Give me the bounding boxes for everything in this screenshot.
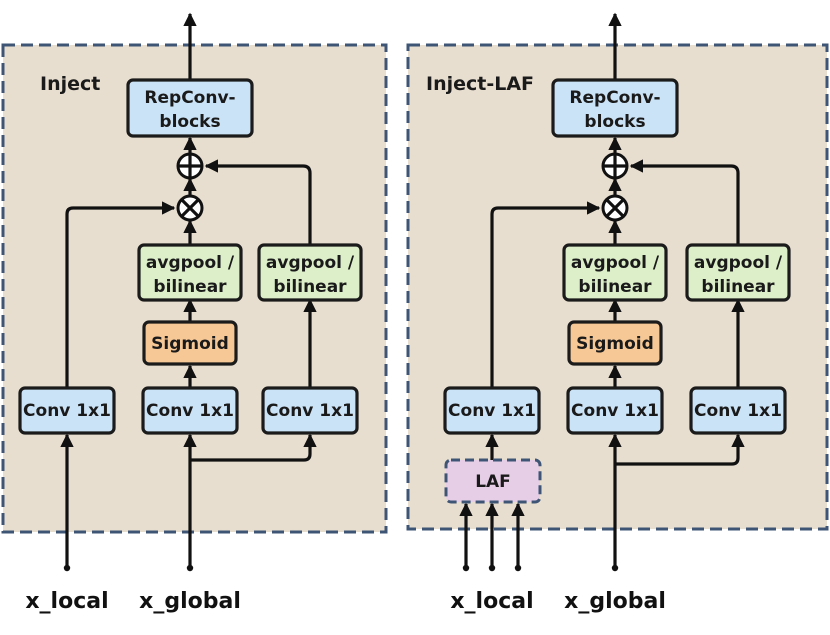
inject-laf-multiply-op bbox=[601, 194, 629, 222]
svg-text:avgpool /: avgpool / bbox=[571, 253, 660, 273]
svg-text:blocks: blocks bbox=[584, 112, 645, 132]
svg-text:avgpool /: avgpool / bbox=[694, 253, 783, 273]
inject-laf-title: Inject-LAF bbox=[426, 73, 534, 95]
inject-add-op bbox=[176, 152, 204, 180]
inject-laf-panel: Inject-LAF bbox=[406, 12, 829, 614]
inject-laf-pool-a: avgpool / bilinear bbox=[562, 243, 668, 302]
inject-repconv-block: RepConv- blocks bbox=[126, 78, 254, 138]
svg-text:Conv 1x1: Conv 1x1 bbox=[146, 401, 234, 421]
svg-text:RepConv-: RepConv- bbox=[144, 88, 235, 108]
laf-block: LAF bbox=[444, 458, 542, 504]
svg-text:bilinear: bilinear bbox=[273, 277, 347, 297]
inject-pool-b: avgpool / bilinear bbox=[257, 243, 363, 302]
inject-pool-a: avgpool / bilinear bbox=[137, 243, 243, 302]
svg-text:bilinear: bilinear bbox=[153, 277, 227, 297]
svg-text:Sigmoid: Sigmoid bbox=[151, 334, 229, 354]
svg-text:Conv 1x1: Conv 1x1 bbox=[571, 401, 659, 421]
inject-sigmoid: Sigmoid bbox=[142, 320, 238, 366]
inject-conv-c: Conv 1x1 bbox=[261, 386, 359, 435]
inject-title: Inject bbox=[40, 73, 100, 95]
svg-text:Conv 1x1: Conv 1x1 bbox=[266, 401, 354, 421]
svg-text:avgpool /: avgpool / bbox=[146, 253, 235, 273]
inject-laf-conv-c: Conv 1x1 bbox=[689, 386, 787, 435]
inject-input-local: x_local bbox=[25, 589, 108, 614]
inject-conv-a: Conv 1x1 bbox=[18, 386, 116, 435]
inject-laf-repconv-block: RepConv- blocks bbox=[551, 78, 679, 138]
svg-text:avgpool /: avgpool / bbox=[266, 253, 355, 273]
svg-text:bilinear: bilinear bbox=[701, 277, 775, 297]
inject-laf-conv-a: Conv 1x1 bbox=[443, 386, 541, 435]
inject-laf-input-local: x_local bbox=[450, 589, 533, 614]
svg-text:Conv 1x1: Conv 1x1 bbox=[23, 401, 111, 421]
svg-text:blocks: blocks bbox=[159, 112, 220, 132]
inject-input-global: x_global bbox=[139, 589, 241, 614]
inject-wires bbox=[60, 12, 317, 572]
svg-text:bilinear: bilinear bbox=[578, 277, 652, 297]
inject-laf-wires bbox=[459, 12, 745, 572]
inject-panel: Inject bbox=[1, 12, 388, 614]
inject-laf-add-op bbox=[601, 152, 629, 180]
svg-text:Conv 1x1: Conv 1x1 bbox=[694, 401, 782, 421]
inject-laf-sigmoid: Sigmoid bbox=[567, 320, 663, 366]
svg-text:Conv 1x1: Conv 1x1 bbox=[448, 401, 536, 421]
svg-text:LAF: LAF bbox=[475, 472, 511, 492]
inject-multiply-op bbox=[176, 194, 204, 222]
inject-laf-pool-b: avgpool / bilinear bbox=[685, 243, 791, 302]
svg-text:RepConv-: RepConv- bbox=[569, 88, 660, 108]
inject-laf-conv-b: Conv 1x1 bbox=[566, 386, 664, 435]
inject-laf-input-global: x_global bbox=[564, 589, 666, 614]
inject-conv-b: Conv 1x1 bbox=[141, 386, 239, 435]
svg-text:Sigmoid: Sigmoid bbox=[576, 334, 654, 354]
